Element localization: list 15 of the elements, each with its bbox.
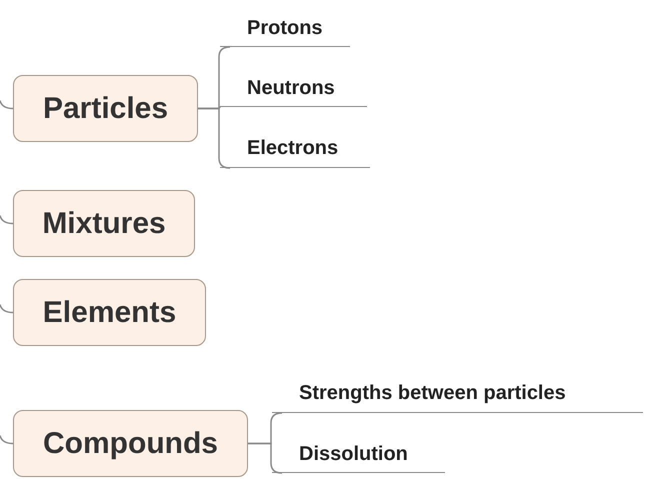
- connector-line: [0, 435, 14, 444]
- topic-box: Elements: [13, 279, 206, 346]
- connector-line: [0, 215, 14, 224]
- topic-box: Mixtures: [13, 190, 195, 257]
- subtopic-label: Strengths between particles: [272, 375, 643, 413]
- topic-box: Particles: [13, 75, 198, 142]
- connector-line: [0, 100, 14, 110]
- subtopic-label: Electrons: [220, 130, 370, 168]
- subtopic-label: Dissolution: [272, 436, 445, 473]
- connector-line: [198, 108, 230, 169]
- connector-line: [0, 304, 14, 314]
- connector-line: [248, 442, 282, 474]
- topic-box: Compounds: [13, 410, 248, 477]
- subtopic-label: Neutrons: [220, 70, 367, 107]
- subtopic-label: Protons: [220, 10, 350, 47]
